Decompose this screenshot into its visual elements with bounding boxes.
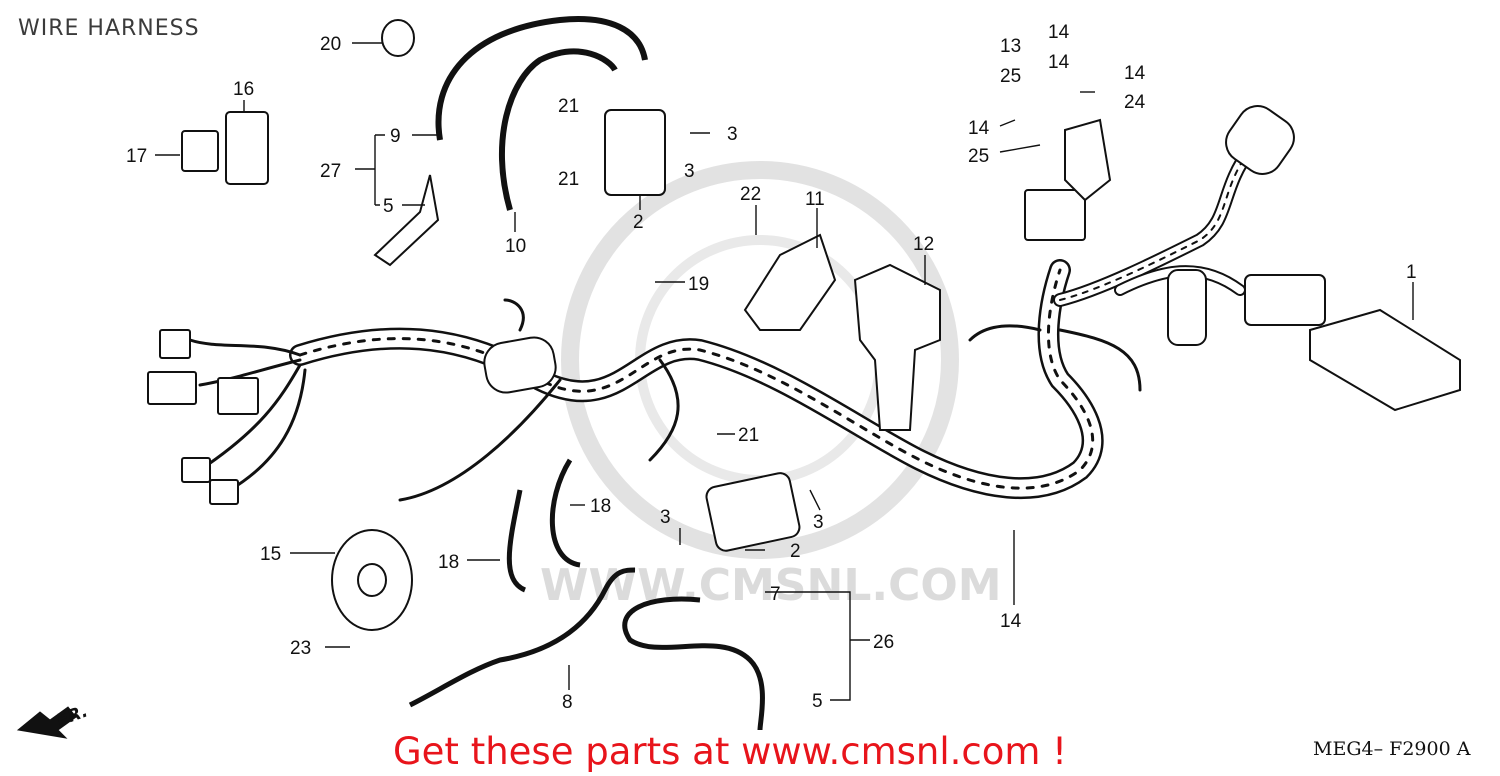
callout-label: 9 (390, 126, 401, 147)
condenser-component (1225, 105, 1295, 175)
callout-label: 14 (1000, 611, 1022, 632)
diagram-code: MEG4– F2900 A (1313, 738, 1471, 760)
callout-label: 22 (740, 184, 761, 205)
callout-label: 8 (562, 692, 573, 713)
callout-label: 2 (790, 541, 801, 562)
components (147, 16, 1461, 731)
callout-label: 24 (1124, 92, 1146, 113)
promo-link[interactable]: Get these parts at www.cmsnl.com ! (393, 730, 1068, 773)
arrow-left-icon (16, 706, 77, 739)
coupler-left-d (181, 457, 211, 483)
coupler-left-a (159, 329, 191, 359)
canister-component (483, 336, 557, 394)
callout-labels: 20 16 17 9 27 5 21 21 3 10 3 2 22 11 12 … (126, 22, 1417, 713)
callout-label: 18 (438, 552, 459, 573)
ignition-coil-component (604, 109, 666, 196)
coupler-left-b (147, 371, 197, 405)
leader-lines (155, 42, 1414, 701)
callout-label: 27 (320, 161, 341, 182)
callout-label: 19 (688, 274, 709, 295)
ecu-unit (1309, 308, 1461, 412)
fuse-box (1024, 189, 1086, 241)
callout-label: 14 (1048, 52, 1070, 73)
callout-label: 25 (968, 146, 989, 167)
band-18a (506, 489, 527, 593)
direction-label: FR. (54, 702, 90, 732)
bracket-plate (853, 263, 941, 431)
callout-label: 14 (968, 118, 990, 139)
callout-label: 10 (505, 236, 526, 257)
callout-label: 21 (558, 96, 579, 117)
front-direction-arrow: FR. (16, 702, 91, 739)
callout-label: 16 (233, 79, 254, 100)
main-harness (188, 143, 1257, 502)
callout-label: 17 (126, 146, 147, 167)
callout-label: 3 (660, 507, 671, 528)
callout-label: 5 (812, 691, 823, 712)
callout-label: 21 (558, 169, 579, 190)
bottle-component (1167, 269, 1207, 346)
coupler-component (181, 130, 219, 172)
band-18b (549, 458, 581, 568)
callout-label: 1 (1406, 262, 1417, 283)
callout-label: 11 (805, 189, 825, 210)
plug-lead-26 (622, 596, 765, 731)
callout-label: 18 (590, 496, 611, 517)
ecu-connector (1244, 274, 1326, 326)
callout-label: 14 (1048, 22, 1070, 43)
callout-label: 26 (873, 632, 894, 653)
lower-coil-component (705, 472, 801, 552)
callout-label: 3 (813, 512, 824, 533)
fuse-box-cover (1064, 118, 1112, 202)
callout-label: 5 (383, 196, 394, 217)
plug-lead-8 (408, 567, 636, 708)
callout-label: 20 (320, 34, 341, 55)
callout-label: 15 (260, 544, 281, 565)
sensor-component (743, 233, 837, 331)
callout-label: 7 (770, 584, 781, 605)
callout-label: 2 (633, 212, 644, 233)
plug-cap-cord (435, 16, 648, 141)
callout-label: 23 (290, 638, 311, 659)
coupler-left-e (209, 479, 239, 505)
callout-label: 3 (727, 124, 738, 145)
callout-label: 25 (1000, 66, 1021, 87)
callout-label: 14 (1124, 63, 1146, 84)
coupler-left-c (217, 377, 259, 415)
relay-component (225, 111, 269, 185)
spark-plug-cap (373, 174, 440, 267)
watermark-text: WWW.CMSNL.COM (540, 560, 1002, 611)
callout-label: 3 (684, 161, 695, 182)
callout-label: 21 (738, 425, 759, 446)
clamp-component (381, 19, 415, 57)
callout-label: 13 (1000, 36, 1021, 57)
page-title: WIRE HARNESS (18, 16, 200, 41)
callout-label: 12 (913, 234, 934, 255)
